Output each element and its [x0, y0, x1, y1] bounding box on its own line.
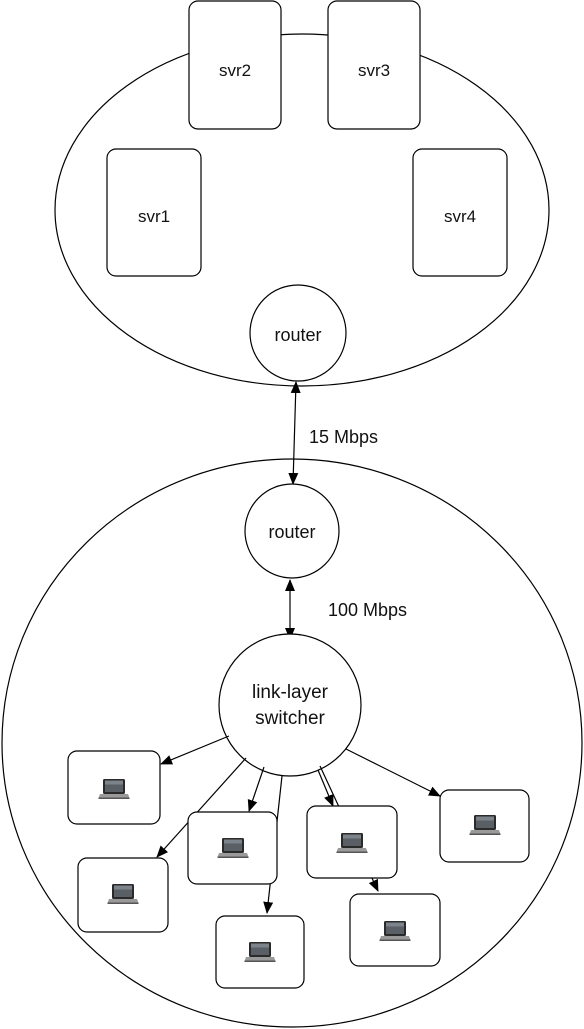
switch-label-line-2: switcher [255, 708, 325, 729]
server-svr4[interactable]: svr4 [412, 148, 508, 277]
laptop-icon [107, 884, 139, 904]
server-label: svr1 [138, 207, 170, 226]
server-svr3[interactable]: svr3 [327, 0, 421, 130]
link-arrow [345, 748, 441, 797]
client-laptop[interactable] [215, 915, 305, 989]
link-arrow [247, 766, 265, 812]
server-network-boundary [54, 33, 550, 387]
client-laptop[interactable] [67, 750, 161, 825]
switch-label-line-1: link-layer [252, 682, 329, 703]
client-laptop[interactable] [77, 857, 169, 933]
server-svr1[interactable]: svr1 [106, 148, 202, 277]
client-network-boundary [1, 458, 583, 1028]
lan-speed-label: 100 Mbps [328, 600, 407, 620]
client-laptop[interactable] [187, 811, 278, 885]
link-arrow [156, 757, 247, 858]
server-label: svr2 [219, 61, 251, 80]
laptop-icon [336, 833, 368, 853]
laptop-icon [217, 838, 249, 858]
router-label: router [268, 522, 315, 542]
laptop-icon [469, 815, 501, 835]
router-label: router [274, 325, 321, 345]
server-label: svr4 [444, 207, 476, 226]
link-arrow [317, 769, 334, 807]
link-layer-switch[interactable]: link-layer switcher [218, 633, 362, 777]
laptop-icon [244, 942, 276, 962]
link-arrow [160, 735, 230, 765]
server-svr2[interactable]: svr2 [188, 0, 282, 130]
uplink-speed-label: 15 Mbps [309, 427, 378, 447]
server-router[interactable]: router [249, 284, 347, 382]
server-label: svr3 [358, 61, 390, 80]
laptop-icon [98, 779, 130, 799]
client-laptop[interactable] [439, 789, 530, 863]
client-router[interactable]: router [244, 483, 340, 579]
client-laptop[interactable] [306, 805, 398, 879]
uplink-arrow [288, 381, 301, 485]
laptop-icon [379, 921, 411, 941]
client-laptop[interactable] [349, 893, 441, 967]
